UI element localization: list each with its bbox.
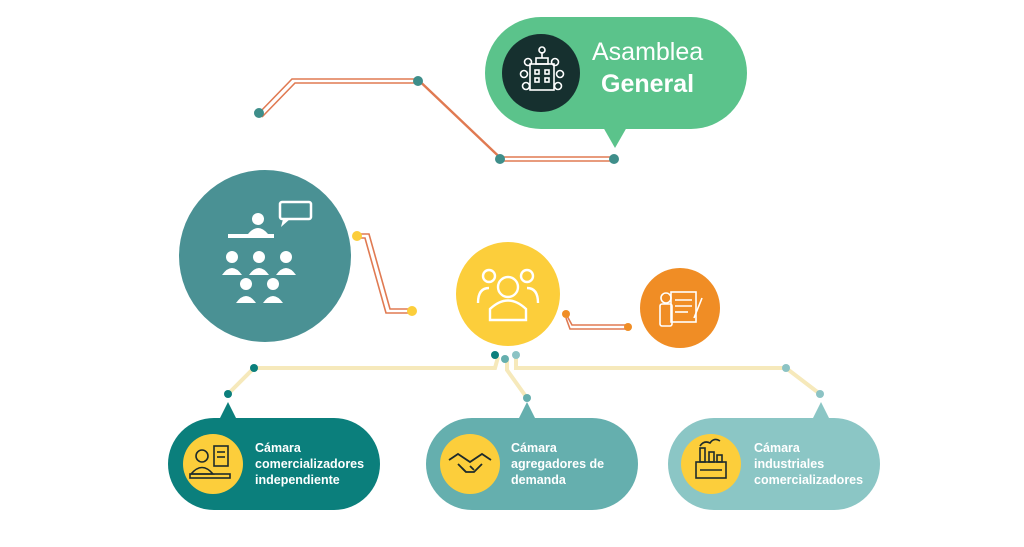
chamber-1-line-3: independiente [255,473,340,487]
chamber-2-line-3: demanda [511,473,566,487]
asamblea-bubble[interactable] [485,17,747,148]
chamber-pill-2[interactable] [426,402,638,510]
chamber-1-line-2: comercializadores [255,457,365,471]
connector-assembly-center [357,233,412,314]
chamber-3-line-3: comercializadores [754,473,864,487]
merchant-computer-icon [189,445,231,479]
chamber-2-line-1: Cámara [511,441,557,455]
chamber-pill-1[interactable] [168,402,380,510]
connector-dots [224,76,824,402]
finance-node[interactable] [640,268,720,348]
building-network-icon [519,46,565,91]
chamber-3-line-2: industriales [754,457,825,471]
connector-branches [226,356,822,400]
chamber-label-1: Cámara comercializadores independiente [255,440,395,488]
center-node[interactable] [456,242,560,346]
team-leader-icon [476,268,540,322]
asamblea-title-line2: General [601,70,695,98]
assembly-node[interactable] [179,170,351,342]
chamber-3-line-1: Cámara [754,441,800,455]
audience-speaker-icon [222,200,313,303]
asamblea-title-line1: Asamblea [592,38,704,66]
factory-icon [695,438,727,479]
chamber-pill-3[interactable] [668,402,880,510]
finance-document-icon [659,291,703,327]
chamber-label-2: Cámara agregadores de demanda [511,440,651,488]
connector-center-finance [565,313,628,330]
chamber-2-line-2: agregadores de [511,457,605,471]
chamber-1-line-1: Cámara [255,441,301,455]
chamber-label-3: Cámara industriales comercializadores [754,440,894,488]
handshake-icon [448,452,492,473]
